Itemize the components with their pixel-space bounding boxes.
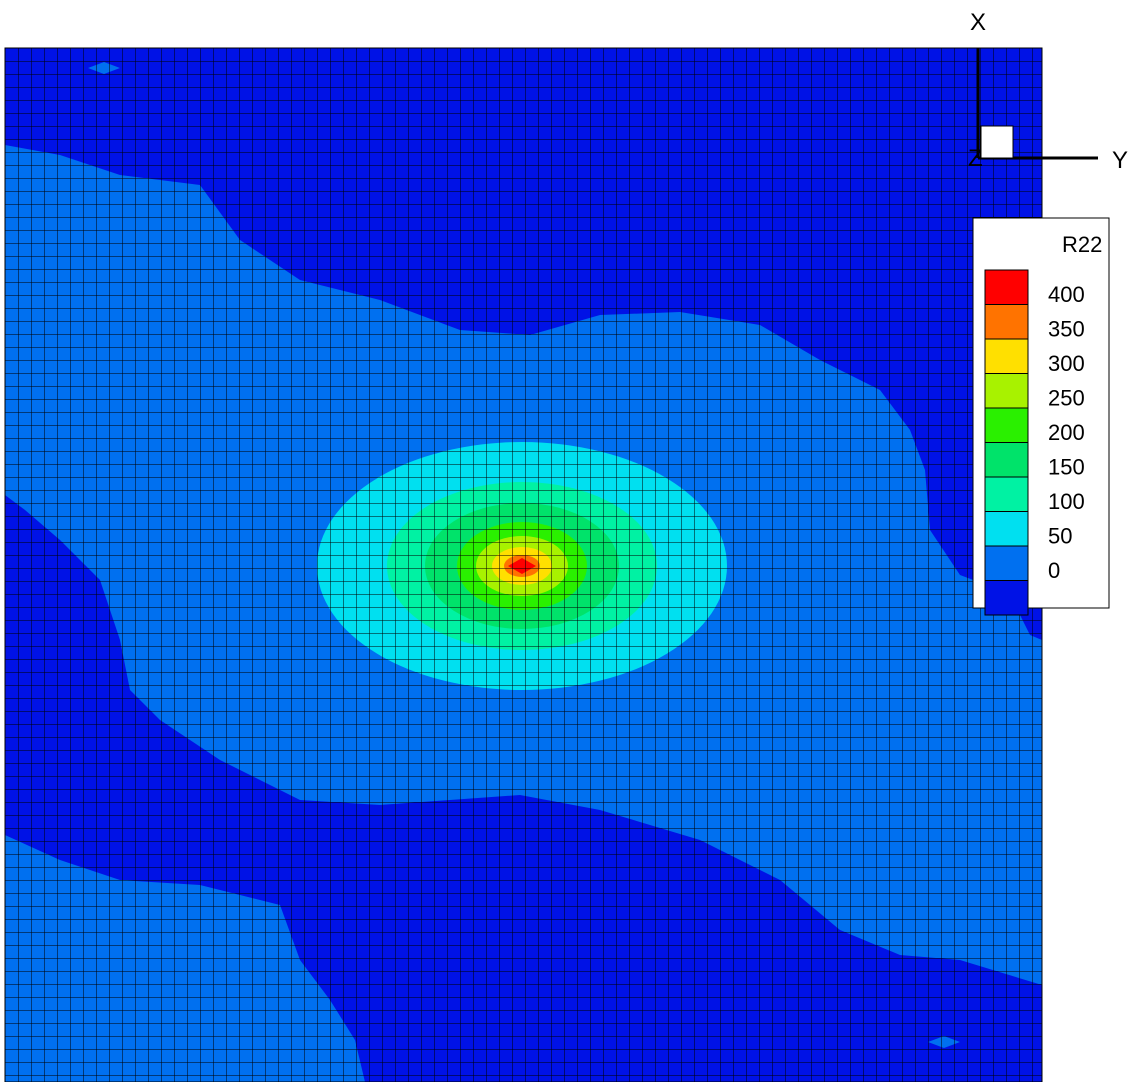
legend-label: 350: [1048, 317, 1085, 342]
triad-y-label: Y: [1112, 147, 1128, 174]
legend-label: 200: [1048, 420, 1085, 445]
legend-swatch: [984, 269, 1029, 305]
legend-swatch: [984, 545, 1029, 581]
contour-field: [5, 48, 1042, 1082]
triad-z-box: [980, 125, 1014, 159]
legend-swatch: [984, 304, 1029, 340]
legend-swatch: [984, 407, 1029, 443]
legend-items: 400 350 300 250 200 150 100 50 0: [984, 269, 1085, 616]
legend-label: 150: [1048, 455, 1085, 480]
legend-label: 0: [1048, 558, 1060, 583]
legend: R22 400 350 300 250 200 150 100 50 0: [972, 217, 1110, 616]
legend-swatch: [984, 511, 1029, 547]
legend-label: 300: [1048, 351, 1085, 376]
legend-label: 100: [1048, 489, 1085, 514]
legend-swatch: [984, 476, 1029, 512]
legend-swatch: [984, 442, 1029, 478]
axis-triad: X Y Z: [968, 9, 1128, 174]
legend-label: 250: [1048, 386, 1085, 411]
legend-label: 400: [1048, 282, 1085, 307]
legend-label: 50: [1048, 524, 1072, 549]
triad-x-label: X: [970, 9, 986, 36]
legend-swatch: [984, 373, 1029, 409]
legend-swatch: [984, 580, 1029, 616]
triad-z-label: Z: [968, 145, 983, 172]
legend-swatch: [984, 338, 1029, 374]
legend-title: R22: [1062, 232, 1102, 257]
mesh-grid: [5, 48, 1042, 1082]
